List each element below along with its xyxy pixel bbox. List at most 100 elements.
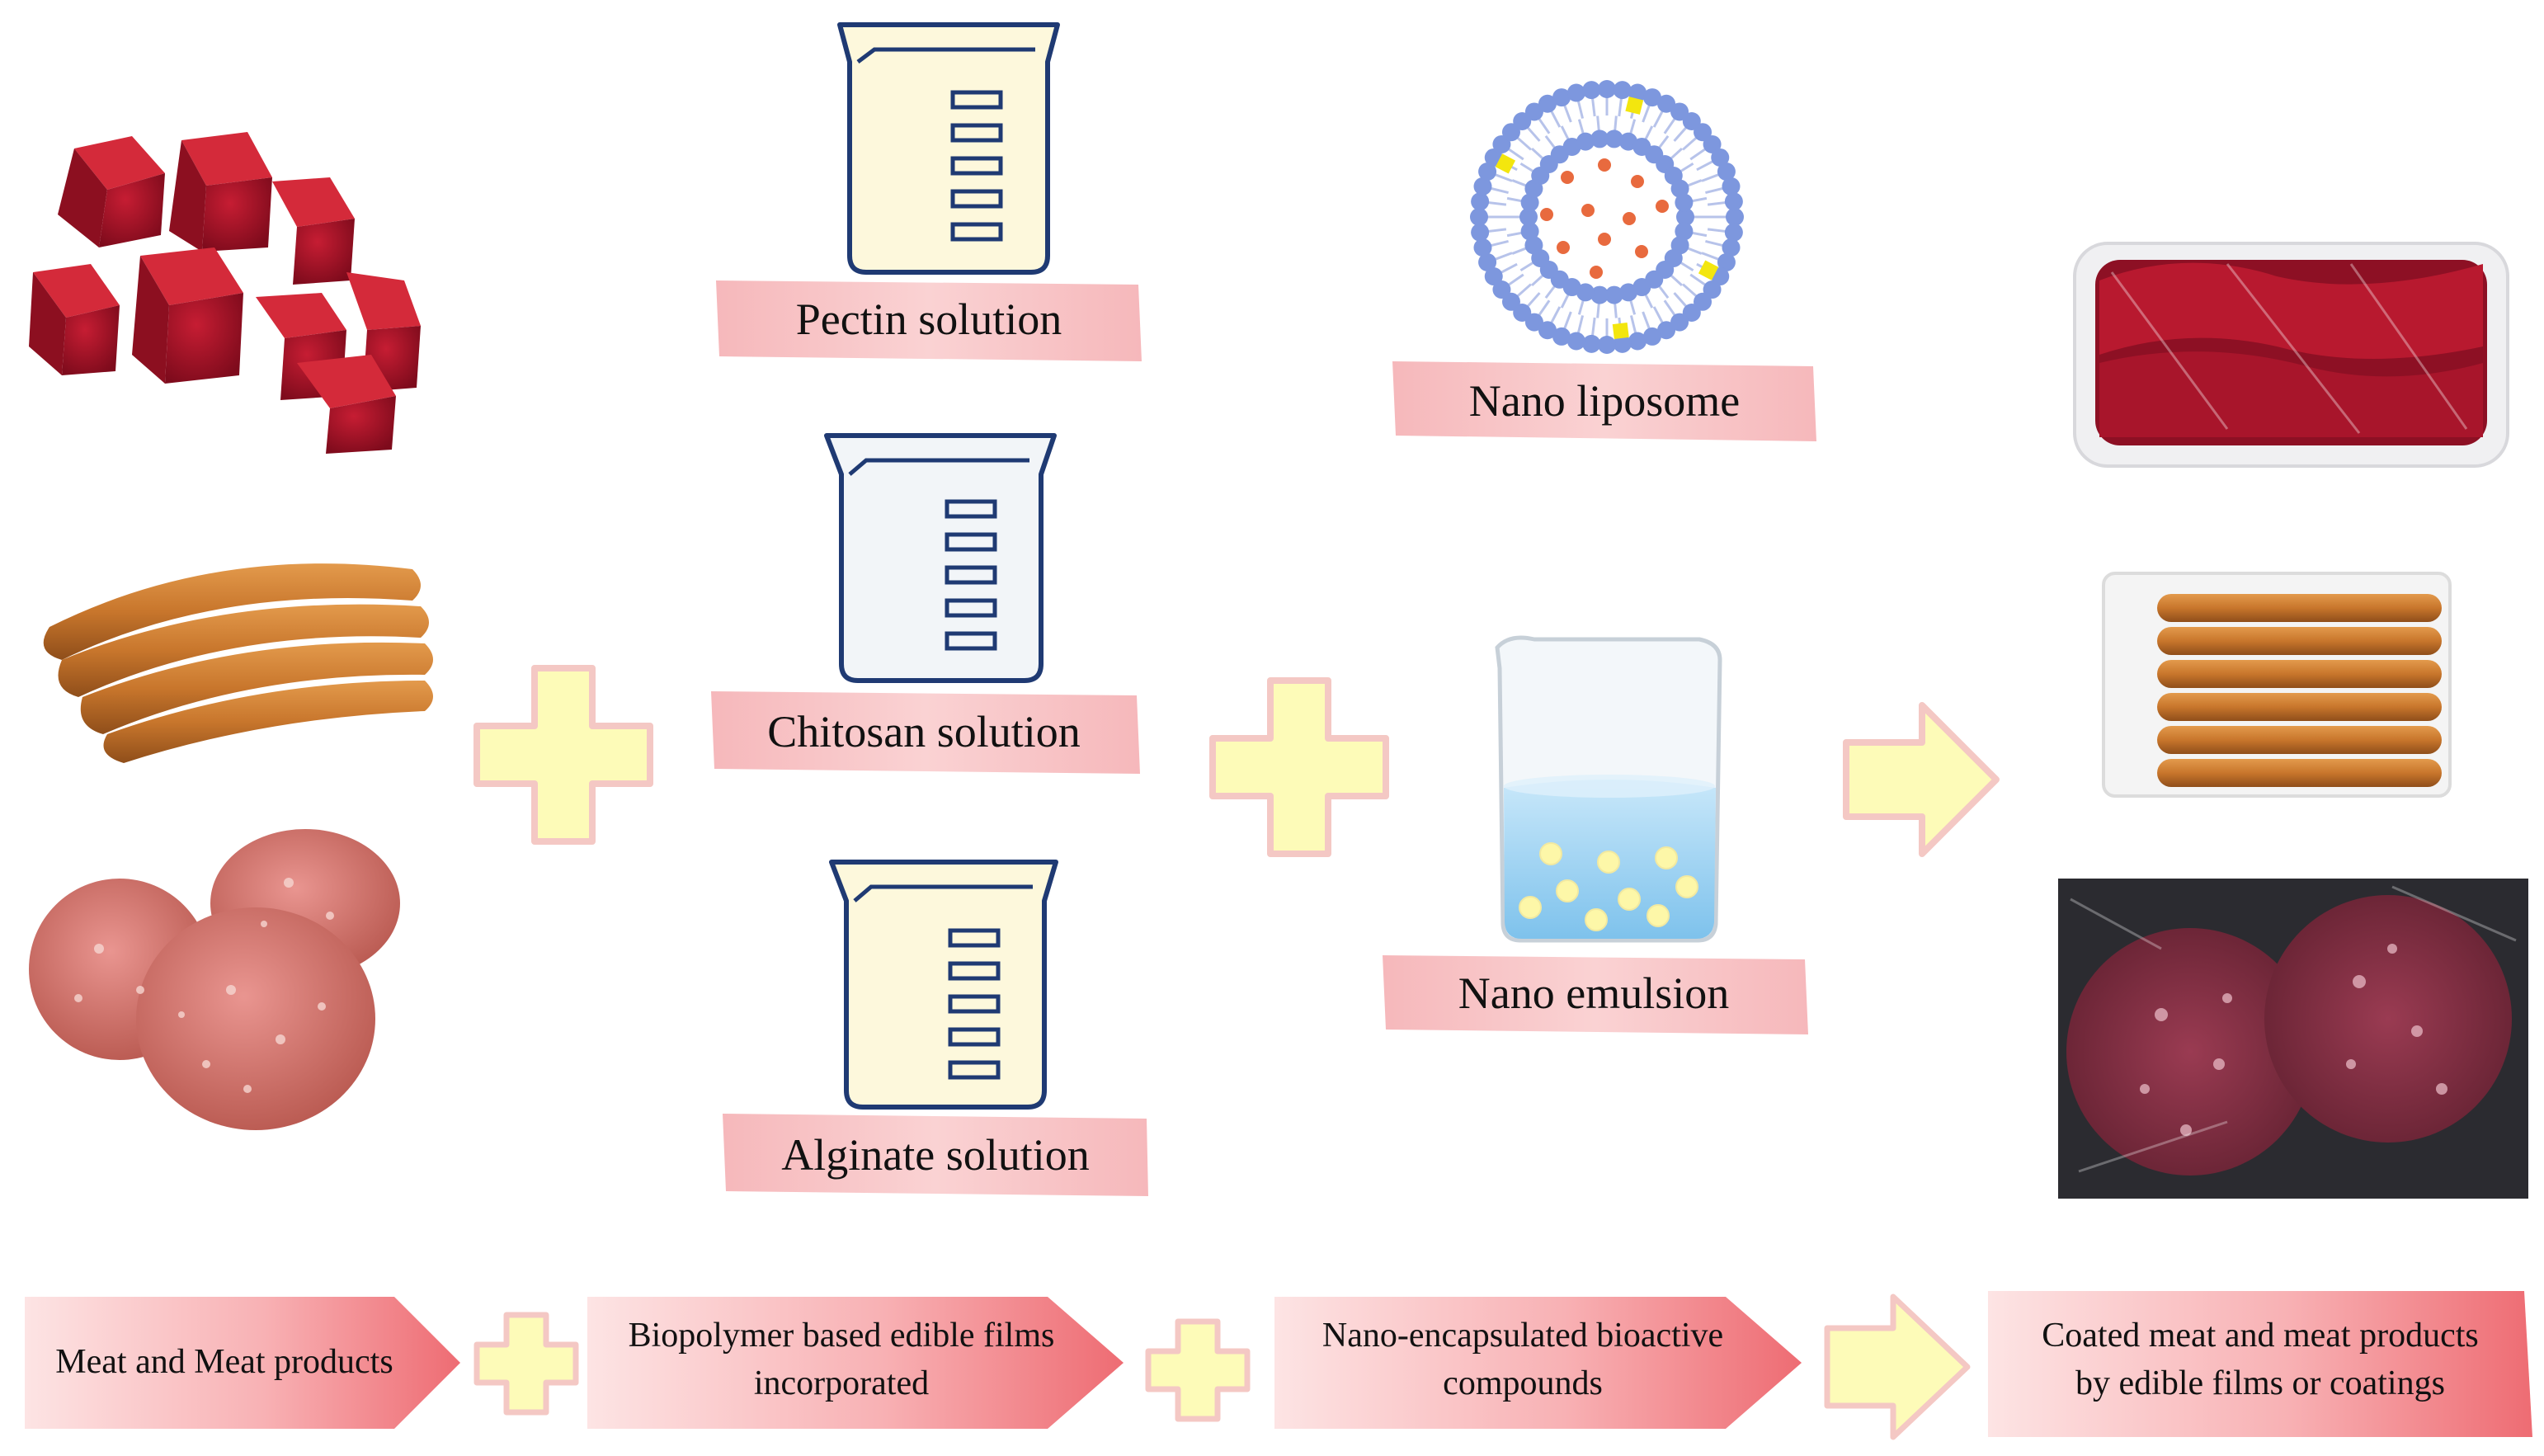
svg-text:Coated meat and meat products: Coated meat and meat products [2042,1317,2479,1355]
lipid-head [1566,83,1585,102]
vacuum-packed-patties-image [2058,879,2528,1199]
arrow-right-icon-2 [1824,1293,1971,1440]
lipid-head [1675,222,1694,241]
chitosan-beaker-icon [824,433,1057,683]
lipid-head [1473,177,1492,196]
lipid-head [1657,94,1676,113]
lipid-head [1722,238,1741,257]
packaged-sausages-image [2102,572,2452,798]
lipid-head [1682,304,1701,323]
svg-text:by edible films or coatings: by edible films or coatings [2075,1364,2445,1402]
lipid-head [1724,223,1743,242]
lipid-head [1492,134,1511,153]
lipid-head [1520,193,1539,212]
lipid-head [1582,81,1601,100]
svg-text:Pectin solution: Pectin solution [796,294,1062,344]
lipid-head [1590,285,1609,304]
lipid-head [1657,321,1676,340]
liposome-inner-heads [1505,115,1708,318]
lipid-head [1473,238,1492,257]
lipid-head [1501,292,1520,311]
lipid-head [1524,313,1543,332]
lipid-head [1726,208,1744,226]
pectin-solution-label: Pectin solution [716,280,1142,361]
svg-text:Nano emulsion: Nano emulsion [1458,968,1729,1018]
svg-text:Nano liposome: Nano liposome [1469,376,1740,426]
lipid-head [1552,88,1571,107]
lipid-head [1670,102,1689,121]
lipid-head [1524,102,1543,121]
arrow-right-icon-1 [1843,702,2000,857]
lipid-head [1711,148,1730,167]
membrane-protein [1698,260,1719,280]
lipid-head [1670,313,1689,332]
plus-icon-2 [1209,677,1389,857]
lipid-head [1694,123,1712,142]
lipid-head [1628,83,1647,102]
svg-text:Alginate solution: Alginate solution [781,1130,1089,1180]
alginate-solution-label: Alginate solution [723,1114,1148,1196]
lipid-head [1576,132,1595,151]
lipid-head [1598,80,1616,98]
lipid-head [1613,81,1632,100]
flow-step-coated: Coated meat and meat products by edible … [1988,1291,2532,1437]
lipid-head [1675,193,1694,212]
svg-text:Biopolymer based edible films: Biopolymer based edible films [629,1317,1055,1355]
lipid-head [1590,130,1609,148]
lipid-head [1538,94,1557,113]
lipid-head [1519,208,1538,226]
raw-meat-cubes-image [29,132,421,454]
svg-text:Meat and Meat products: Meat and Meat products [55,1343,393,1381]
lipid-head [1676,208,1694,226]
lipid-head [1471,223,1490,242]
alginate-beaker-icon [829,860,1058,1110]
plus-icon-1 [473,665,653,845]
lipid-head [1717,252,1736,271]
pectin-beaker-icon [837,22,1060,275]
lipid-head [1670,179,1689,198]
lipid-head [1552,327,1571,346]
lipid-head [1642,327,1661,346]
lipid-head [1470,208,1488,226]
nano-emulsion-label: Nano emulsion [1383,955,1808,1034]
flow-step-meat: Meat and Meat products [25,1297,460,1429]
lipid-head [1604,130,1623,148]
nano-emulsion-beaker-icon [1495,635,1722,943]
svg-text:Chitosan solution: Chitosan solution [767,707,1081,756]
lipid-head [1613,334,1632,353]
svg-text:Nano-encapsulated bioactive: Nano-encapsulated bioactive [1322,1317,1723,1355]
lipid-head [1478,252,1497,271]
chitosan-solution-label: Chitosan solution [711,691,1140,774]
svg-text:compounds: compounds [1443,1364,1603,1402]
membrane-protein [1612,322,1629,340]
sausages-image [43,563,434,763]
lipid-head [1478,163,1497,181]
lipid-head [1628,332,1647,351]
lipid-head [1471,192,1490,211]
lipid-head [1717,163,1736,181]
plus-icon-4 [1145,1318,1251,1422]
plus-icon-3 [473,1312,579,1416]
lipid-head [1513,111,1532,130]
lipid-head [1604,285,1623,304]
lipid-head [1724,192,1743,211]
lipid-head [1642,88,1661,107]
membrane-protein [1625,97,1644,115]
flow-step-nano: Nano-encapsulated bioactive compounds [1274,1297,1802,1429]
lipid-head [1703,134,1722,153]
lipid-head [1566,332,1585,351]
lipid-head [1722,177,1741,196]
flow-step-biopolymer: Biopolymer based edible films incorporat… [587,1297,1124,1429]
burger-patties-image [29,829,400,1130]
svg-text:incorporated: incorporated [754,1364,929,1402]
lipid-head [1492,280,1511,299]
lipid-head [1520,222,1539,241]
nano-liposome-label: Nano liposome [1392,361,1816,441]
lipid-head [1703,280,1722,299]
lipid-head [1582,334,1601,353]
lipid-head [1618,283,1637,302]
lipid-head [1524,236,1543,255]
lipid-head [1598,336,1616,354]
packaged-meat-tray-image [2073,242,2509,468]
